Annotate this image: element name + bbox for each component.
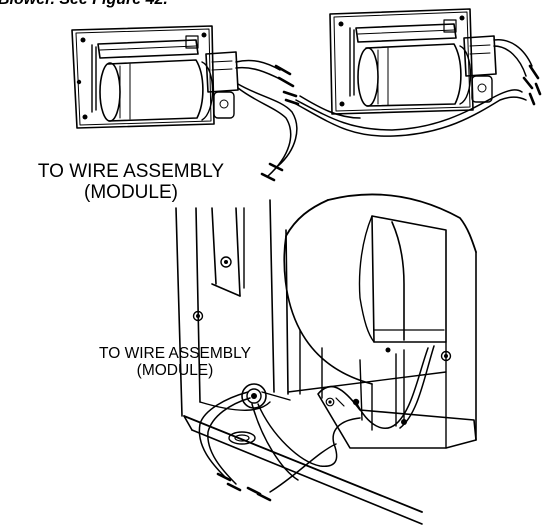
left-blower-assembly [71, 25, 239, 129]
upper-label-line2: (MODULE) [84, 182, 178, 204]
upper-label-line1: TO WIRE ASSEMBLY [37, 161, 225, 182]
right-blower-assembly [329, 8, 497, 115]
figure-header-fragment: Blower. See Figure 42. [0, 0, 168, 9]
lower-wire-assembly-label: TO WIRE ASSEMBLY (MODULE) [72, 345, 278, 380]
blower-wire-harness [235, 39, 542, 182]
lower-label-line1: TO WIRE ASSEMBLY [99, 345, 251, 362]
upper-wire-assembly-label: TO WIRE ASSEMBLY (MODULE) [20, 161, 242, 204]
module-wire-harness-lower [198, 345, 435, 502]
cabinet-interior-view [175, 193, 477, 525]
lower-label-line2: (MODULE) [136, 362, 214, 380]
